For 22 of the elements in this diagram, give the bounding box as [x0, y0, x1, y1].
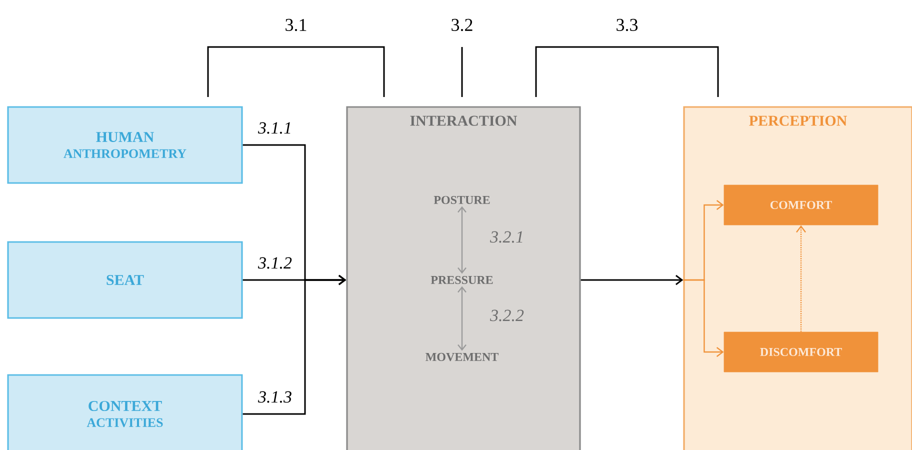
arrow	[796, 225, 806, 332]
outcome-box: DISCOMFORT	[724, 332, 878, 372]
section-number: 3.2	[452, 18, 472, 32]
arrow	[580, 274, 684, 286]
arrow	[683, 279, 724, 357]
outcome-box: COMFORT	[724, 184, 878, 226]
edge-label: 3.1.3	[258, 391, 292, 403]
input-box: CONTEXT ACTIVITIES	[7, 374, 243, 450]
stage-label: MOVEMENT	[426, 352, 498, 362]
input-box: HUMAN ANTHROPOMETRY	[7, 106, 243, 184]
edge-label: 3.1.2	[258, 257, 292, 269]
stage-label: POSTURE	[434, 196, 490, 204]
arrow	[242, 274, 346, 415]
edge-label: 3.2.2	[490, 310, 524, 322]
section-number: 3.3	[616, 18, 638, 32]
stage-label: PRESSURE	[430, 276, 493, 284]
section-number: 3.1	[286, 18, 306, 32]
edge-label: 3.2.1	[490, 231, 522, 243]
arrow	[458, 206, 466, 274]
arrow	[458, 286, 466, 351]
input-box: SEAT	[7, 241, 243, 319]
edge-label: 3.1.1	[258, 122, 290, 134]
